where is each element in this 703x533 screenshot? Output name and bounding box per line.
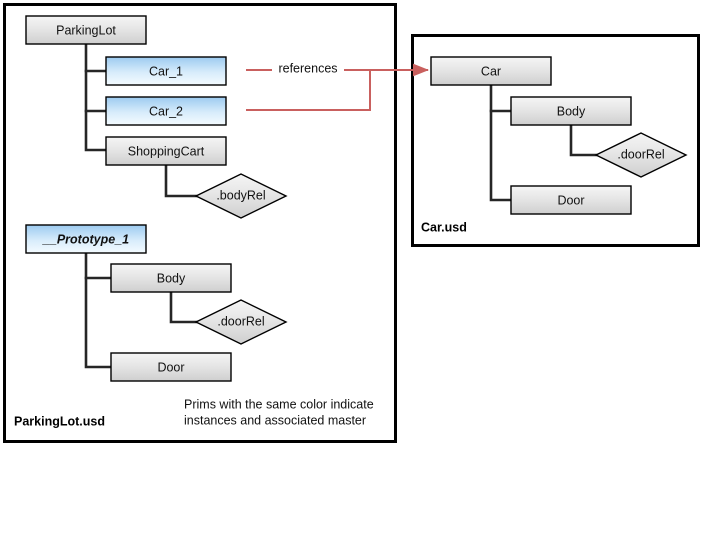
relationship-car-doorrel-label: .doorRel xyxy=(617,147,664,161)
node-car-body-box[interactable] xyxy=(510,96,632,126)
node-prototype-body-box[interactable] xyxy=(110,263,232,293)
node-car-1[interactable]: Car_1 xyxy=(105,56,227,86)
parkinglot-tree-edges xyxy=(84,42,198,198)
node-parkinglot-box[interactable] xyxy=(25,15,147,45)
node-shoppingcart-box[interactable] xyxy=(105,136,227,166)
node-car-body-label: Body xyxy=(557,104,586,118)
node-shoppingcart[interactable]: ShoppingCart xyxy=(105,136,227,166)
legend-line-2: instances and associated master xyxy=(184,413,366,427)
references-connector[interactable]: references xyxy=(246,61,429,111)
node-prototype-door[interactable]: Door xyxy=(110,352,232,382)
relationship-prototype-doorrel-diamond[interactable] xyxy=(194,299,288,345)
node-parkinglot[interactable]: ParkingLot xyxy=(25,15,147,45)
node-car-box[interactable] xyxy=(430,56,552,86)
node-car-2-box[interactable] xyxy=(105,96,227,126)
node-car-2-label: Car_2 xyxy=(149,104,183,118)
relationship-car-doorrel-diamond[interactable] xyxy=(594,132,688,178)
relationship-car-doorrel[interactable]: .doorRel xyxy=(594,132,688,178)
node-prototype-door-label: Door xyxy=(157,360,184,374)
prototype-tree-edges xyxy=(84,251,198,369)
node-car-door-label: Door xyxy=(557,193,584,207)
car-usd-caption: Car.usd xyxy=(421,220,467,234)
parkinglot-usd-caption: ParkingLot.usd xyxy=(14,414,105,428)
left-panel-parkinglot: ParkingLot Car_1 Car_2 ShoppingCart .bod… xyxy=(3,3,397,443)
node-car-1-box[interactable] xyxy=(105,56,227,86)
right-panel-car: Car Body .doorRel Door Car.usd xyxy=(411,34,700,247)
node-prototype-1-box[interactable] xyxy=(25,224,147,254)
node-prototype-body-label: Body xyxy=(157,271,186,285)
car-tree-edges xyxy=(489,83,598,202)
node-prototype-1-label: __Prototype_1 xyxy=(42,232,129,246)
references-line-car-2 xyxy=(246,70,371,111)
legend-line-1: Prims with the same color indicate xyxy=(184,397,374,411)
node-car-door[interactable]: Door xyxy=(510,185,632,215)
relationship-bodyrel[interactable]: .bodyRel xyxy=(194,173,288,219)
node-car-door-box[interactable] xyxy=(510,185,632,215)
node-prototype-door-box[interactable] xyxy=(110,352,232,382)
node-car-1-label: Car_1 xyxy=(149,64,183,78)
references-label: references xyxy=(278,61,337,75)
node-parkinglot-label: ParkingLot xyxy=(56,23,116,37)
node-car[interactable]: Car xyxy=(430,56,552,86)
relationship-bodyrel-diamond[interactable] xyxy=(194,173,288,219)
node-car-label: Car xyxy=(481,64,501,78)
node-car-body[interactable]: Body xyxy=(510,96,632,126)
relationship-prototype-doorrel-label: .doorRel xyxy=(217,314,264,328)
node-prototype-1[interactable]: __Prototype_1 xyxy=(25,224,147,254)
relationship-bodyrel-label: .bodyRel xyxy=(216,188,265,202)
relationship-prototype-doorrel[interactable]: .doorRel xyxy=(194,299,288,345)
node-car-2[interactable]: Car_2 xyxy=(105,96,227,126)
node-shoppingcart-label: ShoppingCart xyxy=(128,144,205,158)
node-prototype-body[interactable]: Body xyxy=(110,263,232,293)
